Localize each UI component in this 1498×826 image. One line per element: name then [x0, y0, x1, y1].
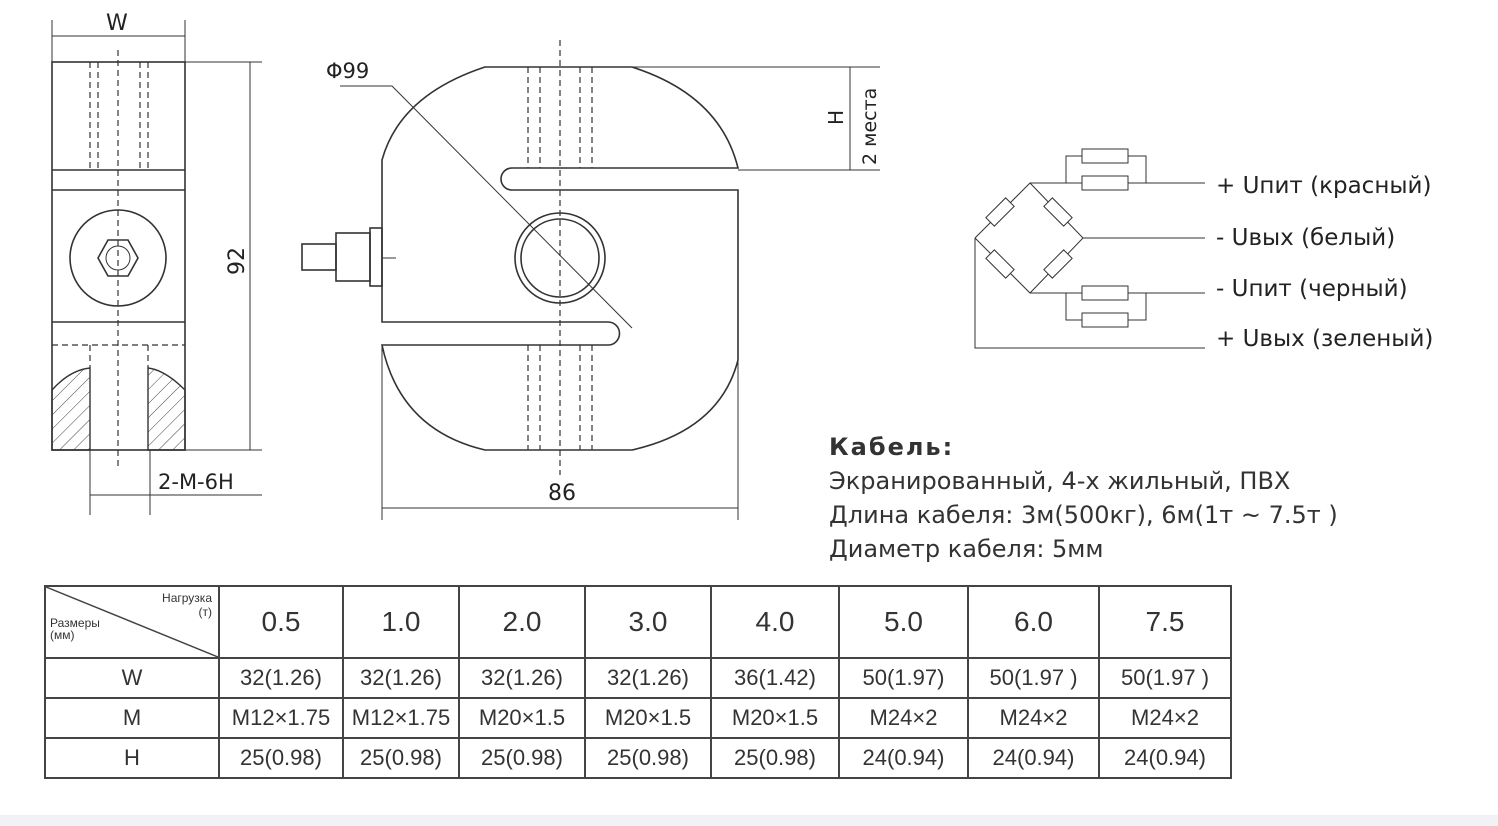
table-row: M M12×1.75 M12×1.75 M20×1.5 M20×1.5 M20×…: [44, 697, 1232, 739]
table-cell: M12×1.75: [342, 697, 460, 739]
diameter-label: Φ99: [326, 59, 369, 83]
table-row: H 25(0.98) 25(0.98) 25(0.98) 25(0.98) 25…: [44, 737, 1232, 779]
corner-dims-unit: (мм): [50, 628, 75, 642]
corner-dims: Размеры: [50, 616, 100, 630]
width-86-label: 86: [548, 481, 576, 506]
table-cell: 25(0.98): [342, 737, 460, 779]
load-header: 4.0: [710, 585, 840, 659]
table-cell: 32(1.26): [458, 657, 586, 699]
wire-label-red: + Uпит (красный): [1216, 173, 1431, 199]
table-cell: 32(1.26): [584, 657, 712, 699]
side-view: W 92 2-M-6H: [51, 11, 262, 515]
cable-title: Кабель:: [829, 433, 955, 461]
places-label: 2 места: [859, 88, 881, 165]
row-label: H: [44, 737, 220, 779]
width-label: W: [106, 11, 128, 36]
table-cell: M20×1.5: [458, 697, 586, 739]
cable-line: Длина кабеля: 3м(500кг), 6м(1т ~ 7.5т ): [829, 501, 1338, 529]
table-cell: 25(0.98): [710, 737, 840, 779]
wire-label-green: + Uвых (зеленый): [1216, 326, 1433, 352]
h-label: H: [824, 110, 848, 125]
table-cell: M24×2: [1098, 697, 1232, 739]
row-label: M: [44, 697, 220, 739]
wire-label-black: - Uпит (черный): [1216, 276, 1408, 302]
corner-load: Нагрузка: [162, 591, 212, 605]
table-cell: 24(0.94): [838, 737, 969, 779]
table-cell: 25(0.98): [218, 737, 344, 779]
table-cell: M24×2: [967, 697, 1100, 739]
cable-line: Диаметр кабеля: 5мм: [829, 535, 1104, 563]
load-header: 6.0: [967, 585, 1100, 659]
load-header: 7.5: [1098, 585, 1232, 659]
load-header: 5.0: [838, 585, 969, 659]
cable-line: Экранированный, 4-х жильный, ПВХ: [829, 467, 1291, 495]
table-cell: 25(0.98): [458, 737, 586, 779]
table-cell: 32(1.26): [342, 657, 460, 699]
load-header: 3.0: [584, 585, 712, 659]
table-cell: 50(1.97): [838, 657, 969, 699]
table-cell: 32(1.26): [218, 657, 344, 699]
wire-label-white: - Uвых (белый): [1216, 225, 1395, 251]
load-header: 1.0: [342, 585, 460, 659]
spec-table: Нагрузка(т) Размеры(мм) 0.5 1.0 2.0 3.0 …: [44, 585, 1232, 779]
corner-load-unit: (т): [198, 605, 213, 619]
thread-label: 2-M-6H: [158, 470, 234, 494]
table-cell: 36(1.42): [710, 657, 840, 699]
load-header: 2.0: [458, 585, 586, 659]
table-cell: M20×1.5: [710, 697, 840, 739]
table-cell: 24(0.94): [967, 737, 1100, 779]
corner-cell: Нагрузка(т) Размеры(мм): [44, 585, 220, 659]
table-cell: 24(0.94): [1098, 737, 1232, 779]
table-cell: 25(0.98): [584, 737, 712, 779]
table-cell: M20×1.5: [584, 697, 712, 739]
row-label: W: [44, 657, 220, 699]
front-view: Φ99 H 2 места 86: [301, 40, 881, 520]
table-cell: 50(1.97 ): [1098, 657, 1232, 699]
load-header: 0.5: [218, 585, 344, 659]
table-row: W 32(1.26) 32(1.26) 32(1.26) 32(1.26) 36…: [44, 657, 1232, 699]
table-cell: 50(1.97 ): [967, 657, 1100, 699]
bridge-circuit: + Uпит (красный) - Uвых (белый) - Uпит (…: [974, 148, 1433, 352]
table-cell: M24×2: [838, 697, 969, 739]
table-cell: M12×1.75: [218, 697, 344, 739]
cable-info: Кабель: Экранированный, 4-х жильный, ПВХ…: [829, 430, 1338, 566]
table-header-row: Нагрузка(т) Размеры(мм) 0.5 1.0 2.0 3.0 …: [44, 585, 1232, 659]
bottom-band: [0, 815, 1498, 826]
height-label: 92: [225, 247, 250, 275]
